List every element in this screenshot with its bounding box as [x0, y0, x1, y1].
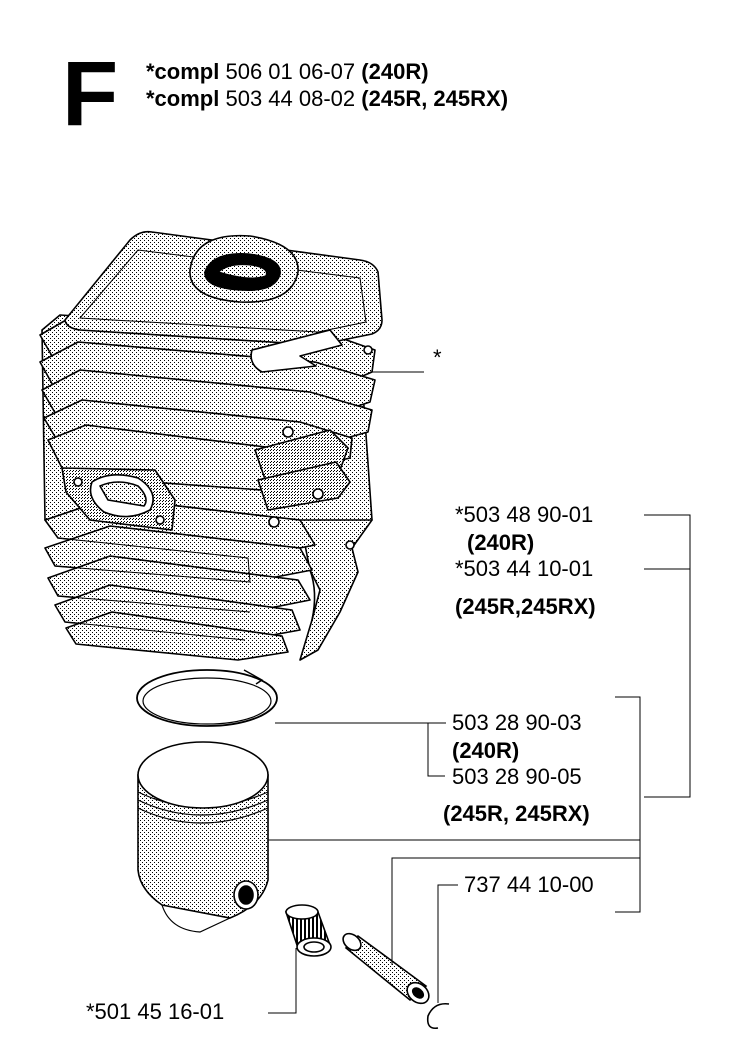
header-line-245r: *compl 503 44 08-02 (245R, 245RX) — [146, 88, 508, 110]
cylinder-part-number-245r: *503 44 10-01 — [455, 556, 594, 581]
ring-models-240r-text: (240R) — [452, 738, 520, 763]
header-line-240r: *compl 506 01 06-07 (240R) — [146, 61, 429, 83]
piston-ring-drawing — [136, 669, 278, 727]
circlip-part-number: 737 44 10-00 — [464, 872, 594, 897]
ring-part-number-240r: 503 28 90-03 — [452, 710, 582, 735]
header-models: (240R) — [361, 59, 429, 84]
piston-pin-drawing — [342, 932, 430, 1005]
header-models: (245R, 245RX) — [361, 86, 509, 111]
ring-models-245r: (245R, 245RX) — [443, 801, 590, 826]
cylinder-models-245r: (245R,245RX) — [455, 594, 596, 619]
ring-part-number-245r: 503 28 90-05 — [452, 764, 582, 789]
circlip-drawing — [426, 1002, 450, 1030]
cylinder-mark-label: * — [433, 345, 442, 370]
header-part-number: 506 01 06-07 — [225, 59, 356, 84]
needle-bearing-drawing — [284, 904, 332, 957]
cylinder-models-240r: (240R) — [467, 530, 535, 555]
leader-lines — [268, 371, 691, 1014]
header-part-number: 503 44 08-02 — [225, 86, 356, 111]
header-prefix: *compl — [146, 86, 220, 111]
section-letter: F — [62, 43, 118, 145]
header-prefix: *compl — [146, 59, 220, 84]
piston-drawing — [137, 741, 269, 933]
cylinder-part-number-240r: *503 48 90-01 — [455, 502, 594, 527]
cylinder-drawing — [39, 230, 383, 661]
bearing-part-number: *501 45 16-01 — [86, 999, 225, 1024]
